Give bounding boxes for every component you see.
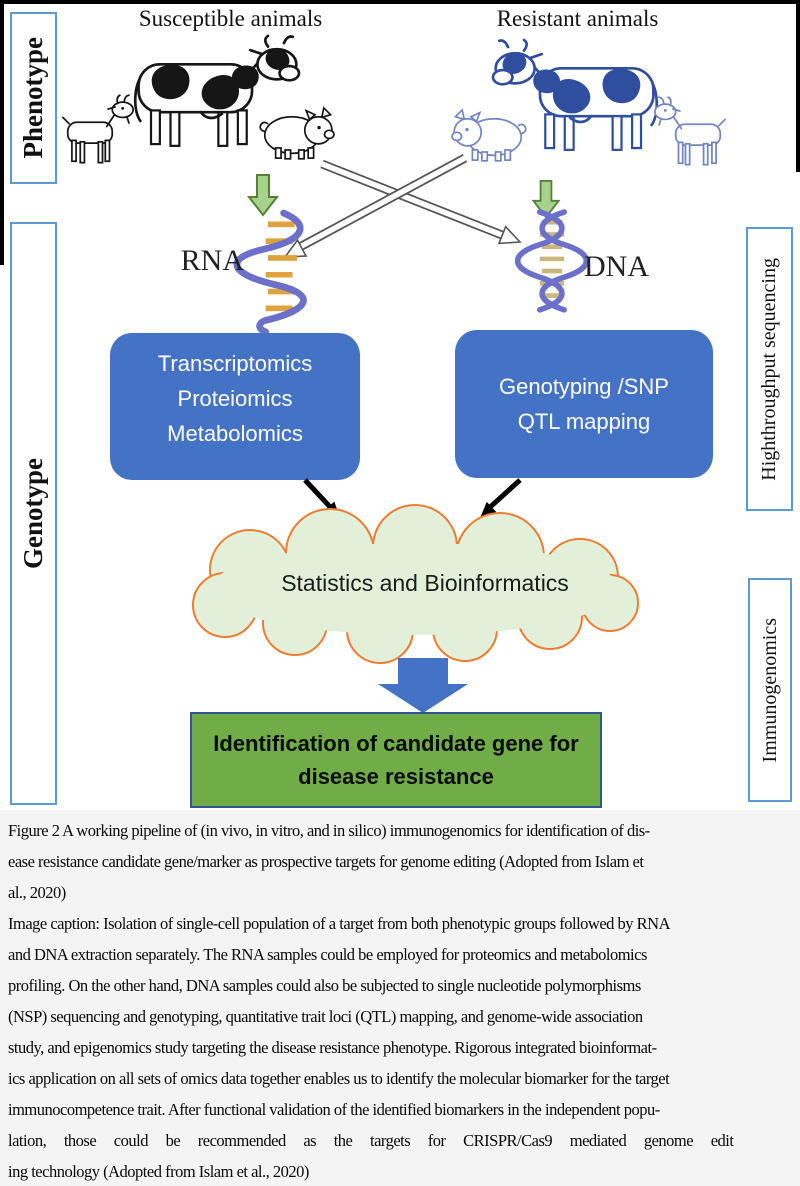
resistant-title: Resistant animals: [496, 6, 659, 31]
susceptible-title: Susceptible animals: [138, 6, 323, 31]
omics-box: Transcriptomics Proteiomics Metabolomics: [110, 333, 360, 480]
genotype-box: Genotype: [10, 222, 57, 805]
cross-arrow-icon: [283, 154, 522, 258]
result-box: Identification of candidate gene for dis…: [190, 712, 602, 808]
caption-line: al., 2020): [8, 883, 66, 902]
caption-line: profiling. On the other hand, DNA sample…: [8, 976, 641, 995]
pig-icon: [258, 98, 336, 166]
cow-icon: [112, 34, 307, 162]
frame-right: [796, 0, 800, 172]
caption-line: ease resistance candidate gene/marker as…: [8, 852, 644, 871]
dna-helix-icon: [515, 209, 589, 313]
omics-line: Metabolomics: [167, 421, 303, 446]
rna-label: RNA: [180, 244, 244, 277]
genotype-label: Genotype: [18, 458, 48, 569]
genotyping-line: QTL mapping: [517, 409, 651, 434]
immunogenomics-box: Immunogenomics: [748, 578, 792, 802]
cow-icon: [485, 38, 680, 166]
caption-line: study, and epigenomics study targeting t…: [8, 1038, 657, 1057]
figure-caption: Figure 2 A working pipeline of (in vivo,…: [0, 810, 800, 1186]
frame-top: [0, 0, 800, 4]
sequencing-label: Highthroughput sequencing: [758, 257, 780, 481]
result-line: Identification of candidate gene for: [213, 731, 579, 756]
caption-line: Figure 2 A working pipeline of (in vivo,…: [8, 821, 650, 840]
omics-line: Proteiomics: [177, 386, 293, 411]
cloud-icon: [192, 504, 639, 664]
dna-label: DNA: [584, 250, 649, 283]
down-arrow-icon: [531, 180, 561, 219]
omics-line: Transcriptomics: [157, 351, 313, 376]
frame-left: [0, 0, 4, 265]
immunogenomics-label: Immunogenomics: [758, 617, 781, 763]
pig-icon: [450, 100, 528, 168]
caption-line: ics application on all sets of omics dat…: [8, 1069, 670, 1088]
phenotype-label: Phenotype: [18, 37, 48, 159]
blue-down-arrow-icon: [378, 658, 468, 713]
cloud-label: Statistics and Bioinformatics: [281, 570, 569, 596]
sequencing-box: Highthroughput sequencing: [746, 227, 793, 511]
caption-line: and DNA extraction separately. The RNA s…: [8, 945, 647, 964]
caption-line: lation, those could be recommended as th…: [8, 1131, 734, 1150]
caption-line: immunocompetence trait. After functional…: [8, 1100, 660, 1119]
phenotype-box: Phenotype: [10, 12, 57, 184]
caption-line: ing technology (Adopted from Islam et al…: [8, 1162, 309, 1181]
genotyping-line: Genotyping /SNP: [499, 374, 669, 399]
down-arrow-icon: [246, 174, 280, 217]
caption-line: Image caption: Isolation of single-cell …: [8, 914, 671, 933]
goat-icon: [58, 92, 138, 170]
goat-icon: [650, 93, 730, 173]
genotyping-box: Genotyping /SNP QTL mapping: [455, 330, 713, 478]
rna-helix-icon: [233, 209, 307, 336]
caption-line: (NSP) sequencing and genotyping, quantit…: [8, 1007, 643, 1026]
result-line: disease resistance: [298, 764, 494, 789]
